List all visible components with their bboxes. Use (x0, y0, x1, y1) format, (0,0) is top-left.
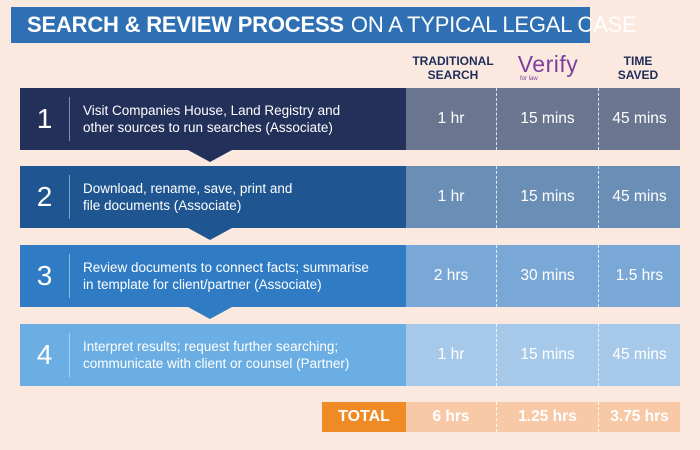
task-block: 1 Visit Companies House, Land Registry a… (20, 88, 406, 150)
task-block: 2 Download, rename, save, print and file… (20, 166, 406, 228)
header-traditional-line1: TRADITIONAL (412, 54, 494, 68)
task-line-1: Visit Companies House, Land Registry and (83, 103, 341, 118)
header-traditional-line2: SEARCH (427, 68, 479, 82)
task-description: Download, rename, save, print and file d… (70, 180, 292, 214)
down-arrow-1 (188, 150, 232, 162)
verify-time-cell: 15 mins (496, 166, 598, 228)
header-traditional-search: TRADITIONAL SEARCH (408, 54, 498, 82)
task-line-1: Review documents to connect facts; summa… (83, 260, 369, 275)
task-line-2: communicate with client or counsel (Part… (83, 356, 350, 371)
total-label: TOTAL (322, 402, 406, 432)
title-light: ON A TYPICAL LEGAL CASE (350, 12, 637, 37)
total-verify-cell: 1.25 hrs (496, 402, 598, 432)
task-description: Visit Companies House, Land Registry and… (70, 102, 340, 136)
verify-time-cell: 15 mins (496, 324, 598, 386)
title-banner: SEARCH & REVIEW PROCESS ON A TYPICAL LEG… (11, 7, 637, 43)
verify-logo-text: Verify (517, 51, 579, 77)
total-saved-cell: 3.75 hrs (598, 402, 680, 432)
task-line-2: in template for client/partner (Associat… (83, 277, 322, 292)
verify-time-cell: 15 mins (496, 88, 598, 150)
title-bold: SEARCH & REVIEW PROCESS (27, 12, 344, 37)
task-description: Interpret results; request further searc… (70, 338, 349, 372)
step-number: 2 (20, 175, 70, 219)
header-verify-logo: Verify for law (500, 52, 596, 82)
task-description: Review documents to connect facts; summa… (70, 259, 369, 293)
header-time-line1: TIME (623, 54, 653, 68)
process-row-4: 4 Interpret results; request further sea… (20, 324, 680, 386)
task-block: 4 Interpret results; request further sea… (20, 324, 406, 386)
verify-time-cell: 30 mins (496, 245, 598, 307)
traditional-time-cell: 1 hr (406, 166, 496, 228)
time-saved-cell: 45 mins (598, 324, 680, 386)
process-row-3: 3 Review documents to connect facts; sum… (20, 245, 680, 307)
verify-logo-subtext: for law (520, 76, 538, 82)
task-block: 3 Review documents to connect facts; sum… (20, 245, 406, 307)
traditional-time-cell: 1 hr (406, 324, 496, 386)
step-number: 3 (20, 254, 70, 298)
traditional-time-cell: 2 hrs (406, 245, 496, 307)
time-saved-cell: 45 mins (598, 88, 680, 150)
task-line-1: Download, rename, save, print and (83, 181, 293, 196)
process-row-2: 2 Download, rename, save, print and file… (20, 166, 680, 228)
traditional-time-cell: 1 hr (406, 88, 496, 150)
total-row: TOTAL 6 hrs 1.25 hrs 3.75 hrs (20, 402, 680, 432)
task-line-2: file documents (Associate) (83, 198, 242, 213)
total-traditional-cell: 6 hrs (406, 402, 496, 432)
time-saved-cell: 1.5 hrs (598, 245, 680, 307)
process-row-1: 1 Visit Companies House, Land Registry a… (20, 88, 680, 150)
step-number: 1 (20, 97, 70, 141)
task-line-1: Interpret results; request further searc… (83, 339, 339, 354)
header-time-saved: TIME SAVED (598, 54, 678, 82)
down-arrow-3 (188, 307, 232, 319)
time-saved-cell: 45 mins (598, 166, 680, 228)
header-time-line2: SAVED (617, 68, 659, 82)
down-arrow-2 (188, 228, 232, 240)
task-line-2: other sources to run searches (Associate… (83, 120, 333, 135)
step-number: 4 (20, 333, 70, 377)
